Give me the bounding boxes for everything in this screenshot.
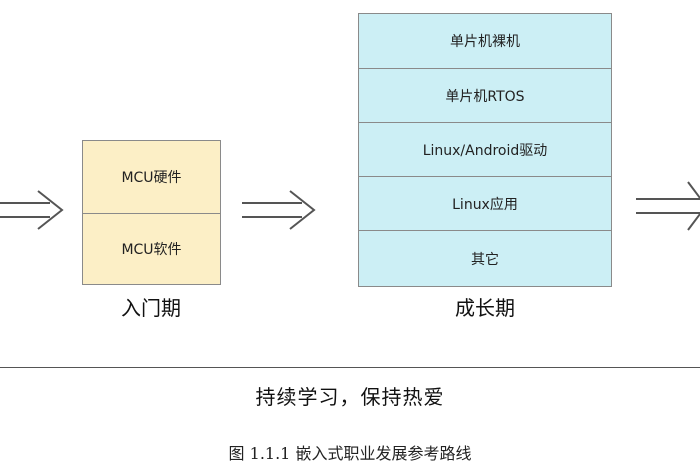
growth-item-linux-app: Linux应用 [359,176,611,230]
arrow-left-edge-icon [0,190,64,230]
growth-stage-label: 成长期 [455,296,515,320]
arrow-entry-to-growth-icon [242,190,316,230]
growth-item-baremetal: 单片机裸机 [450,34,520,50]
growth-stage-box: 单片机裸机 单片机RTOS Linux/Android驱动 Linux应用 其它 [358,13,612,287]
divider-line [0,367,700,368]
arrow-growth-to-next-icon [636,181,700,231]
figure-caption: 图 1.1.1 嵌入式职业发展参考路线 [228,444,472,463]
growth-item-linux-android-driver: Linux/Android驱动 [359,122,611,176]
entry-item-mcu-software: MCU软件 [83,213,220,284]
growth-item-other: 其它 [359,230,611,286]
motto-text: 持续学习，保持热爱 [255,385,445,409]
entry-stage-label: 入门期 [121,296,181,320]
entry-item-mcu-hardware: MCU硬件 [121,170,182,186]
entry-stage-box: MCU硬件 MCU软件 [82,140,221,285]
growth-item-rtos: 单片机RTOS [359,68,611,122]
